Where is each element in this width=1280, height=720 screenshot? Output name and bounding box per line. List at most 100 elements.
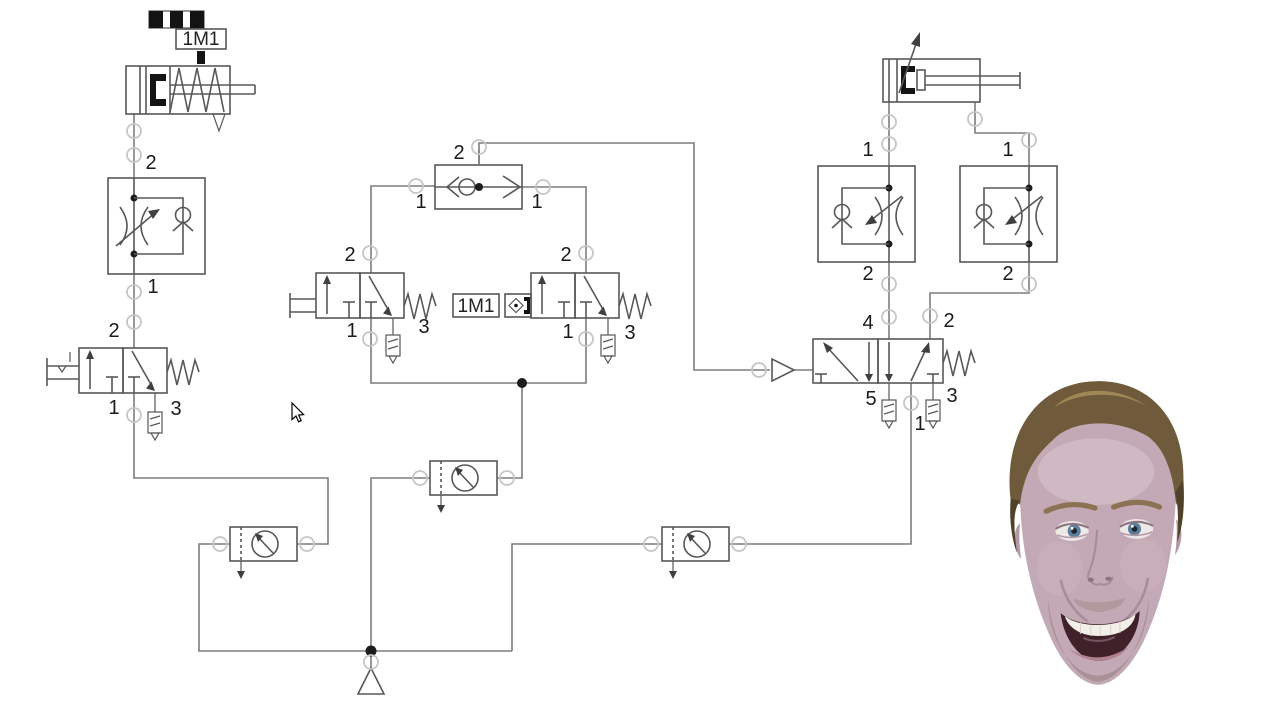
- mustache-stubble: [1073, 597, 1126, 613]
- connection-points: [126, 111, 1037, 670]
- adjust-arrow: [869, 195, 903, 222]
- junction-dot: [517, 378, 527, 388]
- adjust-arrow: [115, 211, 157, 247]
- shutoff-valve-2[interactable]: [429, 460, 498, 514]
- wire-midleft-to-shuttle[interactable]: [370, 185, 435, 273]
- wire-cyl2-right-port[interactable]: [974, 102, 1030, 166]
- plunger-actuator-icon: [289, 293, 316, 318]
- wire-valve-to-shutoff1[interactable]: [133, 393, 329, 545]
- cheek-highlight: [1119, 538, 1166, 593]
- tubing-wires[interactable]: [133, 102, 1030, 668]
- port-label: 4: [862, 312, 873, 334]
- middle-logic-circuit: 2 1 3 1 2 1 1M1: [289, 142, 652, 514]
- lever-actuator-icon: [46, 352, 79, 386]
- port-label: 1: [108, 397, 119, 419]
- sensor-tag-1m1-valve[interactable]: 1M1: [452, 293, 500, 318]
- wire-shutoff3-to-supply[interactable]: [511, 543, 662, 651]
- right-eyebrow: [1111, 499, 1163, 510]
- pilot-valve-52[interactable]: 4 2 5 1 3: [771, 310, 976, 435]
- position-ruler[interactable]: [148, 10, 205, 29]
- port-label: 2: [344, 244, 355, 266]
- flow-control-valve-right-a[interactable]: 1 2: [817, 139, 916, 285]
- sensor-mark: [197, 51, 205, 64]
- port-label: 1: [562, 321, 573, 343]
- port-label: 1: [914, 413, 925, 435]
- port-label: 1: [862, 139, 873, 161]
- flow-control-valve-right-b[interactable]: 1 2: [959, 139, 1058, 285]
- port-label: 2: [862, 263, 873, 285]
- smile-fold: [1059, 579, 1089, 623]
- webcam-face-overlay: [1009, 381, 1184, 685]
- wire-shutoff3-to-valve52[interactable]: [729, 383, 912, 545]
- left-eye: [1054, 521, 1090, 541]
- port-label: 2: [145, 152, 156, 174]
- port-label: 2: [560, 244, 571, 266]
- return-spring-icon: [169, 67, 225, 113]
- silencer-icon: [600, 318, 616, 364]
- port-label: 3: [946, 385, 957, 407]
- port-label: 3: [170, 398, 181, 420]
- compressed-air-supply[interactable]: [356, 645, 386, 695]
- left-ear: [1014, 523, 1022, 560]
- port-label: 3: [418, 316, 429, 338]
- wire-shuttle-to-midright[interactable]: [522, 186, 587, 273]
- spring-return-icon: [166, 359, 200, 386]
- vent-triangle-icon: [212, 113, 226, 133]
- left-eyebrow: [1043, 502, 1098, 514]
- wire-mid-valves-port1-bus[interactable]: [370, 318, 587, 384]
- pushbutton-valve-32[interactable]: 2 1 3: [289, 244, 437, 364]
- piston-rod: [925, 72, 1021, 89]
- smile-fold: [1123, 577, 1150, 622]
- magnetic-piston-icon: [150, 74, 166, 106]
- smiling-mouth: [1060, 611, 1140, 661]
- right-actuator-circuit: 1 2 1 2: [661, 32, 1058, 580]
- right-eye: [1119, 519, 1154, 539]
- spring-return-icon: [942, 350, 976, 377]
- hair-side: [1010, 498, 1021, 553]
- port-label: 2: [943, 310, 954, 332]
- hair: [1009, 381, 1184, 505]
- port-label: 2: [1002, 263, 1013, 285]
- shutoff-valve-1[interactable]: [229, 526, 298, 580]
- adjust-arrow: [1009, 195, 1043, 222]
- right-seat-icon: [502, 175, 522, 199]
- silencer-icon: [385, 318, 401, 364]
- sensor-tag-text: 1M1: [458, 296, 495, 317]
- sensor-tag-text: 1M1: [183, 29, 220, 50]
- motion-arrow-icon: [898, 32, 920, 94]
- right-position-symbols: [885, 342, 939, 383]
- single-acting-cylinder[interactable]: [125, 65, 256, 133]
- wire-shutoff2-to-supply[interactable]: [370, 477, 430, 651]
- silencer-icon: [147, 393, 163, 441]
- hair-highlight: [1054, 390, 1148, 408]
- left-position-symbols: [815, 342, 873, 383]
- port-label: 2: [453, 142, 464, 164]
- wire-shutoff1-to-supply[interactable]: [198, 543, 371, 652]
- spring-return-icon: [618, 293, 652, 320]
- cheek-highlight: [1036, 541, 1083, 596]
- port-label: 1: [346, 320, 357, 342]
- port-label: 1: [415, 191, 426, 213]
- double-acting-cylinder[interactable]: [882, 32, 1021, 103]
- mouse-cursor: [291, 401, 305, 423]
- port-label: 1: [1002, 139, 1013, 161]
- port-label: 2: [108, 320, 119, 342]
- left-actuator-circuit: 1M1: [46, 10, 298, 580]
- silencer-icon: [925, 383, 941, 429]
- wire-shutoff2-to-bus[interactable]: [497, 383, 523, 479]
- port-label: 3: [624, 322, 635, 344]
- chin-crease: [1083, 636, 1116, 642]
- pilot-actuator-icon: [771, 357, 796, 383]
- hair-side: [1175, 480, 1184, 543]
- flow-control-valve-left[interactable]: 2 1: [107, 152, 206, 298]
- shuttle-valve[interactable]: 1 2 1: [415, 142, 542, 213]
- junction-dot: [365, 645, 377, 657]
- lever-valve-32[interactable]: 2 1 3: [46, 320, 200, 441]
- sensor-tag-1m1-cylinder[interactable]: 1M1: [175, 28, 227, 64]
- silencer-icon: [881, 383, 897, 429]
- sensor-valve-32[interactable]: 1M1 2 1 3: [452, 244, 652, 364]
- shutoff-valve-3[interactable]: [661, 526, 730, 580]
- port-label: 5: [865, 388, 876, 410]
